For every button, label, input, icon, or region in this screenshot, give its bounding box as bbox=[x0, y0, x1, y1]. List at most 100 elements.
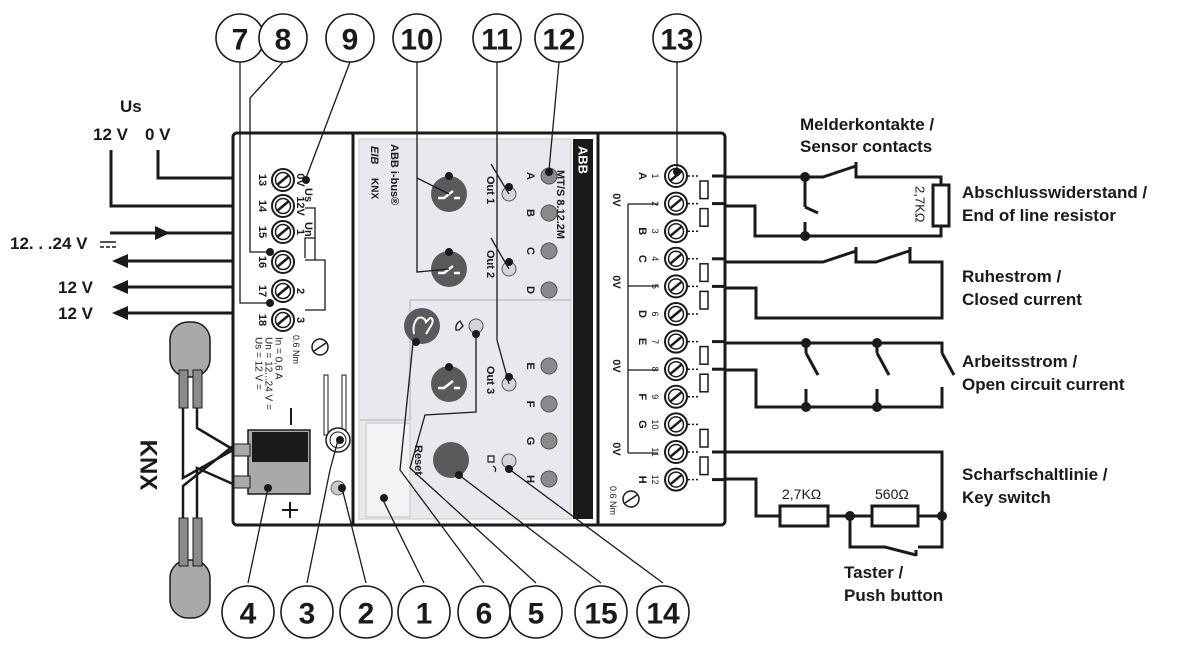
switch-symbol-icon bbox=[438, 265, 460, 275]
callout-number: 7 bbox=[232, 24, 249, 57]
channel-led-g bbox=[540, 432, 558, 450]
knx-plus-sign bbox=[282, 502, 298, 518]
knx-bus-wires bbox=[181, 408, 235, 518]
callout-3: 3 bbox=[280, 585, 334, 639]
sensor-contact-icon bbox=[804, 205, 819, 215]
callout-14: 14 bbox=[636, 585, 690, 639]
v12-label: 12 V bbox=[93, 125, 129, 144]
relay-contact-lines bbox=[304, 207, 326, 311]
terminal-15[interactable] bbox=[271, 220, 295, 244]
rating-in: In = 0,6 A bbox=[273, 337, 284, 380]
output-arrow-icon-1 bbox=[112, 254, 128, 268]
callout-5: 5 bbox=[509, 585, 563, 639]
terminal-label: 0V bbox=[294, 173, 306, 187]
manual-operation-button[interactable] bbox=[404, 308, 440, 344]
open-circuit-label-en: Open circuit current bbox=[962, 375, 1125, 394]
resistor-2k7-value: 2,7KΩ bbox=[782, 486, 821, 502]
terminal-number: 15 bbox=[256, 226, 268, 238]
zero-v-label-1: 0V bbox=[610, 193, 622, 207]
terminal-16[interactable] bbox=[271, 250, 295, 274]
us-group-label: Us bbox=[302, 188, 314, 202]
leader-lines bbox=[239, 61, 678, 584]
terminal-label: 1 bbox=[294, 229, 306, 235]
terminal-8[interactable] bbox=[664, 357, 688, 382]
terminal-12[interactable] bbox=[664, 467, 688, 492]
output-button-3[interactable] bbox=[431, 366, 467, 402]
internal-resistor-icon bbox=[699, 290, 709, 310]
callout-number: 2 bbox=[358, 598, 375, 631]
terminal-4[interactable] bbox=[664, 246, 688, 271]
terminal-letter: C bbox=[636, 255, 648, 263]
terminal-11[interactable] bbox=[664, 440, 688, 464]
terminal-3[interactable] bbox=[664, 219, 688, 244]
channel-led-label: G bbox=[524, 437, 536, 446]
open-circuit-label-de: Arbeitsstrom / bbox=[962, 352, 1078, 371]
product-line-label: ABB i-bus® bbox=[388, 144, 400, 205]
terminal-number: 17 bbox=[256, 285, 268, 297]
terminal-2[interactable] bbox=[664, 191, 688, 216]
terminal-6[interactable] bbox=[664, 302, 688, 326]
us-12v-wire bbox=[109, 150, 233, 208]
status-led-icon bbox=[487, 455, 497, 473]
terminal-number: 8 bbox=[650, 367, 660, 372]
output-arrow-icon-2 bbox=[112, 280, 128, 294]
internal-resistor-icon bbox=[699, 180, 709, 200]
terminal-13[interactable] bbox=[271, 168, 295, 192]
open-circuit-wire bbox=[725, 341, 944, 409]
internal-resistor-icon bbox=[699, 207, 709, 227]
terminal-18[interactable] bbox=[271, 308, 295, 332]
callout-1: 1 bbox=[397, 585, 451, 639]
knx-cable-bottom bbox=[169, 517, 211, 619]
junction-dot bbox=[800, 172, 810, 182]
model-label: MT/S 8.12.2M bbox=[554, 170, 566, 239]
terminal-7[interactable] bbox=[664, 329, 688, 354]
terminal-letter: G bbox=[636, 420, 648, 429]
channel-led-b bbox=[540, 204, 558, 222]
terminal-letter: B bbox=[636, 227, 648, 235]
callout-number: 1 bbox=[416, 598, 433, 631]
terminal-17[interactable] bbox=[271, 279, 295, 303]
push-button-label-en: Push button bbox=[844, 586, 943, 605]
terminal-label: 12V bbox=[294, 196, 306, 216]
terminal-number: 13 bbox=[256, 174, 268, 186]
terminal-number: 6 bbox=[650, 311, 660, 316]
callout-6: 6 bbox=[457, 585, 511, 639]
manual-mode-hand-icon bbox=[455, 320, 464, 331]
v0-label: 0 V bbox=[145, 125, 171, 144]
callout-number: 11 bbox=[481, 24, 513, 57]
callout-8: 8 bbox=[258, 13, 308, 63]
callout-number: 15 bbox=[584, 598, 617, 631]
channel-led-label: A bbox=[524, 172, 536, 180]
junction-dot bbox=[872, 402, 882, 412]
input-range-label: 12. . .24 V bbox=[10, 234, 88, 253]
terminal-10[interactable] bbox=[664, 412, 688, 437]
eib-logo: EIB bbox=[368, 146, 380, 164]
terminal-label: 2 bbox=[294, 288, 306, 294]
junction-dot bbox=[845, 511, 855, 521]
rating-us: Us = 12 V = bbox=[253, 337, 264, 390]
terminal-14[interactable] bbox=[271, 194, 295, 218]
terminal-number: 18 bbox=[256, 314, 268, 326]
resistor-560-value: 560Ω bbox=[875, 486, 909, 502]
out1-label: Out 1 bbox=[484, 176, 496, 204]
junction-dot bbox=[801, 338, 811, 348]
knx-bus-terminal[interactable] bbox=[233, 429, 311, 495]
internal-resistor-icon bbox=[699, 373, 709, 393]
reset-button[interactable] bbox=[433, 442, 469, 478]
callout-2: 2 bbox=[339, 585, 393, 639]
output-arrow-icon-3 bbox=[112, 306, 128, 320]
panel-inset-outline bbox=[360, 299, 571, 421]
channel-led-h bbox=[540, 470, 558, 488]
sensor-contacts-label-de: Melderkontakte / bbox=[800, 115, 934, 134]
terminal-letter: A bbox=[636, 172, 648, 180]
input-arrow-icon bbox=[155, 226, 170, 240]
terminal-5[interactable] bbox=[664, 274, 688, 299]
zero-v-bus bbox=[627, 203, 658, 454]
key-switch-label-en: Key switch bbox=[962, 488, 1051, 507]
callout-number: 9 bbox=[342, 24, 359, 57]
terminal-9[interactable] bbox=[664, 384, 688, 409]
abb-logo: ABB bbox=[576, 146, 591, 174]
rating-un: Un = 12...24 V = bbox=[263, 337, 274, 410]
